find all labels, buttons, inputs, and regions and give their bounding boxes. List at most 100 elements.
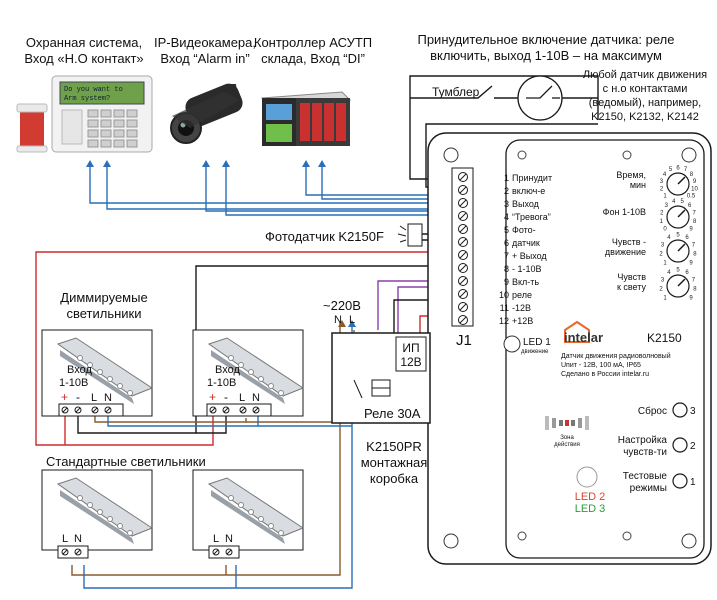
svg-text:5: 5: [681, 199, 685, 205]
device-description: Датчик движения радиоволновый Uпит - 12В…: [561, 352, 671, 378]
svg-text:8: 8: [693, 287, 697, 293]
svg-text:9: 9: [689, 260, 693, 266]
svg-text:N: N: [104, 392, 112, 404]
svg-text:-: -: [76, 390, 80, 404]
svg-text:4: 4: [663, 172, 667, 178]
svg-text:7: 7: [504, 251, 509, 261]
photosensor: Фотодатчик K2150F: [265, 223, 423, 247]
svg-text:1: 1: [663, 260, 667, 266]
svg-text:5: 5: [676, 268, 680, 274]
svg-text:LED 1: LED 1: [523, 337, 551, 348]
svg-text:+ Выход: + Выход: [512, 251, 547, 261]
dimmable-luminaires-label: Диммируемые светильники: [60, 290, 147, 321]
svg-text:Тестовые: Тестовые: [623, 471, 668, 482]
dim-input-label: Вход: [67, 364, 92, 376]
svg-text:склада, Вход “DI”: склада, Вход “DI”: [261, 51, 365, 66]
svg-text:движение: движение: [521, 349, 549, 355]
standard-luminaires-label: Стандартные светильники: [46, 454, 206, 469]
svg-text:-12В: -12В: [512, 303, 531, 313]
svg-text:9: 9: [693, 179, 697, 185]
svg-text:10: 10: [691, 187, 698, 193]
svg-text:Контроллер АСУТП: Контроллер АСУТП: [254, 35, 372, 50]
svg-text:L: L: [239, 392, 245, 404]
svg-text:11: 11: [500, 303, 509, 313]
terminal-11: 11-12В: [458, 302, 531, 313]
led1: LED 1 движение: [503, 335, 551, 355]
svg-text:3: 3: [504, 199, 509, 209]
brand-logo: intelar: [564, 320, 603, 345]
svg-text:3: 3: [661, 277, 665, 283]
svg-text:8: 8: [690, 172, 694, 178]
svg-text:чувств-ти: чувств-ти: [623, 447, 667, 458]
model-label: K2150: [647, 331, 682, 345]
led2-label: LED 2: [575, 491, 606, 503]
psu-label: ИП: [402, 341, 419, 355]
svg-text:12: 12: [499, 316, 509, 326]
terminal-4: 4“Тревога”: [458, 211, 551, 222]
svg-text:9: 9: [689, 295, 693, 301]
terminal-8: 8- 1-10В: [458, 263, 542, 274]
svg-text:9: 9: [504, 277, 509, 287]
svg-text:+: +: [61, 390, 68, 404]
svg-text:Зона: Зона: [560, 435, 574, 441]
dim-input-label: Вход: [215, 364, 240, 376]
svg-text:Вкл-ть: Вкл-ть: [512, 277, 539, 287]
svg-text:6: 6: [688, 203, 692, 209]
svg-text:Do you want to: Do you want to: [64, 86, 123, 94]
svg-text:L: L: [349, 314, 355, 326]
svg-text:(ведомый), например,: (ведомый), например,: [589, 97, 701, 109]
svg-text:9: 9: [689, 226, 693, 232]
svg-text:Принудительное включение датчи: Принудительное включение датчика: реле: [417, 32, 674, 47]
svg-text:Принудит: Принудит: [512, 173, 552, 183]
svg-text:-: -: [224, 390, 228, 404]
svg-text:N: N: [252, 392, 260, 404]
asutp-controller-label: Контроллер АСУТП склада, Вход “DI”: [254, 35, 372, 66]
svg-text:6: 6: [504, 238, 509, 248]
svg-text:IP-Видеокамера,: IP-Видеокамера,: [154, 35, 256, 50]
svg-text:8: 8: [504, 264, 509, 274]
svg-text:L: L: [91, 392, 97, 404]
svg-text:Arm system?: Arm system?: [64, 95, 110, 103]
svg-text:4: 4: [667, 235, 671, 241]
forced-on-label: Принудительное включение датчика: реле в…: [417, 32, 674, 63]
svg-text:“Тревога”: “Тревога”: [512, 212, 551, 222]
svg-text:Датчик движения радиоволновый: Датчик движения радиоволновый: [561, 352, 671, 360]
svg-text:Охранная система,: Охранная система,: [26, 35, 142, 50]
svg-text:7: 7: [692, 242, 696, 248]
svg-text:2: 2: [660, 210, 664, 216]
svg-text:с н.о контактами: с н.о контактами: [603, 83, 688, 95]
svg-text:Любой датчик движения: Любой датчик движения: [583, 69, 707, 81]
knob-label: Время,: [616, 170, 646, 180]
svg-text:7: 7: [684, 167, 688, 173]
svg-text:6: 6: [685, 270, 689, 276]
junction-box: ИП 12В Реле 30А ~220В N L K2150PR монтаж…: [323, 298, 431, 486]
j1-label: J1: [456, 332, 472, 349]
svg-text:4: 4: [667, 270, 671, 276]
svg-text:коробка: коробка: [370, 471, 419, 486]
svg-text:5: 5: [669, 167, 673, 173]
svg-text:Вход “Alarm in”: Вход “Alarm in”: [160, 51, 249, 66]
alarm-keypad-icon: Do you want to Arm system?: [51, 75, 153, 153]
svg-text:3: 3: [690, 406, 696, 417]
terminal-12: 12+12В: [458, 315, 533, 326]
svg-text:1-10В: 1-10В: [59, 377, 88, 389]
knob-label: движение: [605, 247, 646, 257]
svg-text:Фотодатчик K2150F: Фотодатчик K2150F: [265, 229, 384, 244]
svg-text:2: 2: [659, 252, 663, 258]
terminal-strip: [58, 403, 124, 417]
knob-label: Чувств -: [612, 237, 646, 247]
svg-text:N: N: [74, 533, 82, 545]
